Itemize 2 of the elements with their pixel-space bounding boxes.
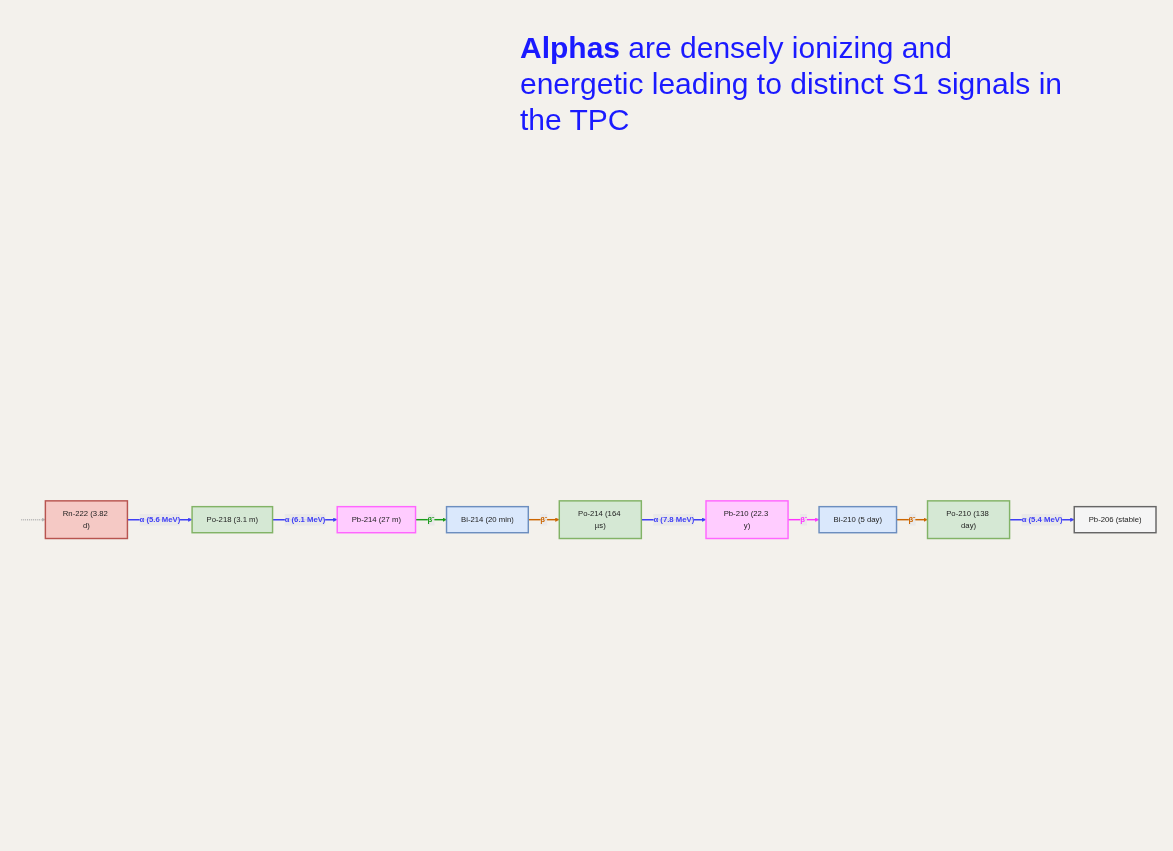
note-text: Alphas are densely ionizing and energetic leading to distinct S1 signals in the TPC bbox=[520, 30, 1063, 138]
arrow bbox=[20, 517, 46, 523]
